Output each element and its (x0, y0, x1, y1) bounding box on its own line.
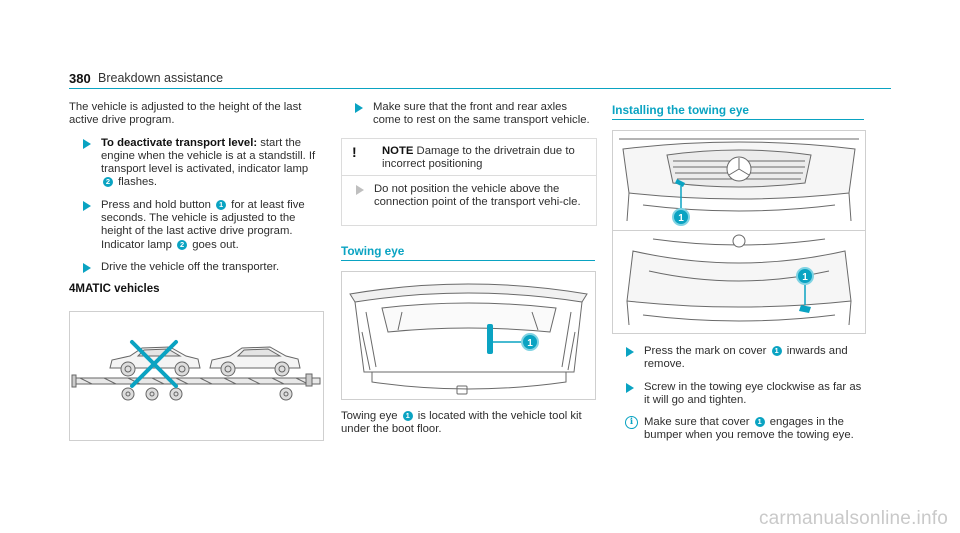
transporter-illustration (71, 340, 321, 401)
step-text: Make sure that the front and rear axles … (373, 101, 590, 127)
step-text: Screw in the towing eye clockwise as far… (644, 380, 862, 406)
callout-number: 1 (527, 338, 533, 349)
step-axles: Make sure that the front and rear axles … (341, 101, 596, 128)
page-header-title: Breakdown assistance (98, 71, 224, 85)
subheading-4matic: 4MATIC vehicles (69, 283, 160, 296)
callout-circle (796, 267, 814, 285)
boot-caption: Towing eye 1 is located with the vehicle… (341, 410, 596, 437)
step-text: Press and hold button (101, 198, 215, 211)
column-middle: Make sure that the front and rear axles … (341, 101, 596, 137)
caption-text: Towing eye (341, 410, 401, 422)
step-no-position: Do not position the vehicle above the co… (342, 183, 596, 210)
step-press-button: Press and hold button 1 for at least fiv… (69, 199, 324, 252)
figure-rear-bumper: 1 (612, 230, 866, 334)
callout-circle (521, 333, 539, 351)
step-arrow-icon (83, 262, 91, 273)
step-drive-off: Drive the vehicle off the transporter. (69, 261, 324, 274)
callout-number: 1 (216, 199, 227, 210)
header-divider (69, 88, 891, 89)
step-arrow-icon (626, 382, 634, 393)
caption-text: is located with the vehicle tool kit und… (341, 410, 582, 436)
section-title-towing-eye: Towing eye (341, 244, 405, 258)
figure-boot: 1 (341, 271, 596, 400)
step-text: Drive the vehicle off the transporter. (101, 260, 280, 273)
page-number: 380 (69, 71, 91, 86)
step-text: goes out. (189, 238, 239, 251)
warning-icon: ! (352, 144, 357, 160)
step-arrow-icon (83, 200, 91, 211)
figure-transporter (69, 311, 324, 441)
info-icon: i (625, 416, 638, 430)
cover-marker-icon (675, 179, 685, 187)
note-step: Do not position the vehicle above the co… (342, 183, 596, 210)
step-text: Press the mark on cover (644, 345, 770, 357)
step-text: Do not position the vehicle above the co… (374, 183, 581, 209)
callout-number: 1 (678, 213, 684, 224)
prohibited-cross-icon (130, 340, 178, 388)
callout-number: 1 (402, 411, 413, 421)
step-text: flashes. (115, 176, 158, 189)
note-box: ! NOTE Damage to the drivetrain due to i… (341, 138, 597, 226)
column-left: The vehicle is adjusted to the height of… (69, 101, 324, 297)
step-screw-in: Screw in the towing eye clockwise as far… (612, 381, 865, 408)
step-arrow-icon (355, 103, 363, 113)
towing-eye-icon (487, 324, 493, 354)
column-right-steps: Press the mark on cover 1 inwards and re… (612, 345, 865, 452)
callout-number: 1 (802, 272, 808, 283)
step-deactivate: To deactivate transport level: start the… (69, 137, 324, 190)
callout-number: 2 (103, 177, 113, 188)
section-divider (341, 260, 595, 261)
step-bold-label: To deactivate transport level: (101, 136, 258, 149)
step-text: start the engine when the vehicle is at … (101, 136, 316, 176)
callout-number: 1 (771, 346, 782, 356)
callout-number: 1 (754, 417, 765, 428)
step-arrow-icon (83, 138, 91, 149)
note-label: NOTE (382, 145, 414, 157)
step-text: inwards and remove. (644, 345, 848, 371)
step-text: for at least five seconds. The vehicle i… (101, 198, 305, 251)
note-text: NOTE Damage to the drivetrain due to inc… (382, 145, 587, 172)
callout-circle (672, 208, 690, 226)
figure-front-bumper: 1 (612, 130, 866, 232)
info-text: engages in the bumper when you remove th… (644, 416, 854, 442)
section-divider (612, 119, 864, 120)
watermark: carmanualsonline.info (758, 508, 948, 529)
front-bumper-illustration: 1 (619, 138, 859, 226)
callout-number: 2 (177, 239, 188, 250)
cover-marker-icon (799, 305, 811, 313)
intro-paragraph: The vehicle is adjusted to the height of… (69, 101, 302, 127)
boot-illustration: 1 (349, 283, 588, 395)
rear-bumper-illustration: 1 (626, 234, 852, 326)
note-description: Damage to the drivetrain due to incorrec… (382, 145, 575, 171)
step-arrow-icon (626, 347, 634, 357)
step-press-mark: Press the mark on cover 1 inwards and re… (612, 345, 865, 372)
section-title-installing: Installing the towing eye (612, 103, 749, 117)
info-text: Make sure that cover (644, 416, 753, 429)
info-note: i Make sure that cover 1 engages in the … (612, 416, 865, 443)
note-header: ! NOTE Damage to the drivetrain due to i… (342, 139, 596, 176)
step-arrow-icon (356, 185, 364, 195)
